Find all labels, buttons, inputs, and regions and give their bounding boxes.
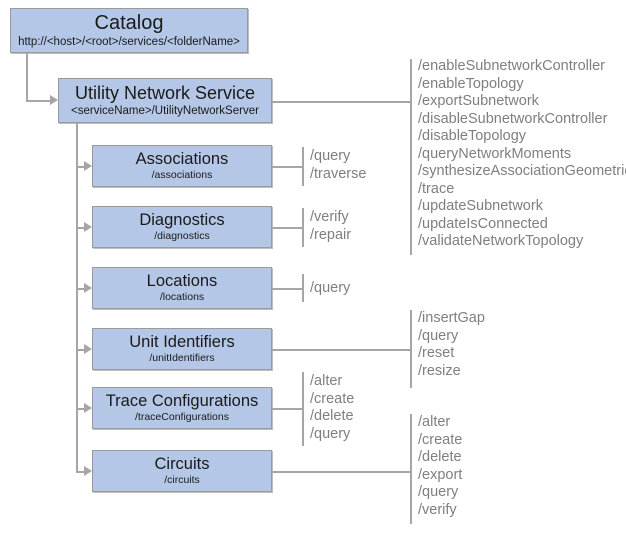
ops-list-diagnostics: /verify /repair <box>310 209 351 244</box>
tick-service-ops <box>410 59 412 255</box>
op-item: /create <box>418 431 463 448</box>
op-item: /alter <box>418 414 451 430</box>
connector-spine <box>76 123 78 471</box>
op-item: /validateNetworkTopology <box>418 233 584 249</box>
ops-list-circuits: /alter /create /delete /export /query /v… <box>418 414 462 519</box>
tick-locations-ops <box>302 274 304 302</box>
node-catalog-path: http://<host>/<root>/services/<folderNam… <box>18 35 240 48</box>
op-item: /updateIsConnected <box>418 215 548 232</box>
op-item: /verify <box>310 209 349 225</box>
connector-associations-to-ops <box>272 166 302 168</box>
op-item: /exportSubnetwork <box>418 93 539 109</box>
op-item: /disableTopology <box>418 128 527 144</box>
node-diagnostics-path: /diagnostics <box>154 230 210 243</box>
tick-unit-identifiers-ops <box>410 310 412 388</box>
node-service-path: <serviceName>/UtilityNetworkServer <box>71 104 259 117</box>
node-locations-title: Locations <box>146 271 218 290</box>
connector-branch-circuits <box>76 471 84 473</box>
node-catalog-title: Catalog <box>94 11 164 34</box>
node-diagnostics[interactable]: Diagnostics /diagnostics <box>92 206 272 248</box>
tick-associations-ops <box>302 147 304 186</box>
connector-service-to-ops <box>272 101 410 103</box>
node-associations-title: Associations <box>135 149 229 168</box>
op-item: /repair <box>310 226 352 243</box>
arrowhead-unit-identifiers <box>84 344 92 354</box>
connector-branch-associations <box>76 166 84 168</box>
arrowhead-service <box>50 95 58 105</box>
op-item: /enableSubnetworkController <box>418 58 605 74</box>
node-associations-path: /associations <box>151 169 213 182</box>
node-service-title: Utility Network Service <box>74 83 256 104</box>
connector-branch-locations <box>76 288 84 290</box>
op-item: /create <box>310 390 355 407</box>
node-unit-identifiers[interactable]: Unit Identifiers /unitIdentifiers <box>92 328 272 370</box>
op-item: /reset <box>418 345 455 361</box>
node-unit-identifiers-path: /unitIdentifiers <box>149 352 215 365</box>
op-item: /query <box>418 327 459 344</box>
op-item: /updateSubnetwork <box>418 198 543 214</box>
op-item: /delete <box>310 408 354 424</box>
node-circuits-path: /circuits <box>164 474 200 487</box>
op-item: /query <box>310 425 351 442</box>
node-locations-path: /locations <box>159 291 205 304</box>
connector-branch-trace-configurations <box>76 408 84 410</box>
op-item: /synthesizeAssociationGeometries <box>418 163 626 179</box>
op-item: /verify <box>418 501 457 518</box>
op-item: /query <box>418 484 459 500</box>
ops-list-locations: /query <box>310 280 350 298</box>
ops-list-associations: /query /traverse <box>310 148 366 183</box>
node-associations[interactable]: Associations /associations <box>92 145 272 187</box>
arrowhead-associations <box>84 161 92 171</box>
op-item: /query <box>310 148 351 164</box>
node-circuits-title: Circuits <box>154 454 210 473</box>
node-trace-configurations-title: Trace Configurations <box>105 391 259 410</box>
arrowhead-locations <box>84 283 92 293</box>
op-item: /trace <box>418 180 455 197</box>
op-item: /delete <box>418 449 462 465</box>
ops-list-service: /enableSubnetworkController /enableTopol… <box>418 58 626 251</box>
tick-diagnostics-ops <box>302 208 304 247</box>
node-trace-configurations[interactable]: Trace Configurations /traceConfiguration… <box>92 387 272 429</box>
op-item: /resize <box>418 362 461 379</box>
op-item: /query <box>310 280 351 296</box>
arrowhead-circuits <box>84 466 92 476</box>
node-unit-identifiers-title: Unit Identifiers <box>129 332 235 351</box>
op-item: /alter <box>310 373 343 389</box>
connector-circuits-to-ops <box>272 471 410 473</box>
op-item: /disableSubnetworkController <box>418 110 608 127</box>
tick-circuits-ops <box>410 414 412 524</box>
node-diagnostics-title: Diagnostics <box>139 210 225 229</box>
connector-unit-identifiers-to-ops <box>272 349 410 351</box>
ops-list-trace-configurations: /alter /create /delete /query <box>310 373 354 443</box>
node-utility-network-service[interactable]: Utility Network Service <serviceName>/Ut… <box>58 78 272 123</box>
node-locations[interactable]: Locations /locations <box>92 267 272 309</box>
connector-branch-unit-identifiers <box>76 349 84 351</box>
arrowhead-diagnostics <box>84 222 92 232</box>
node-trace-configurations-path: /traceConfigurations <box>135 411 229 424</box>
connector-catalog-down <box>26 53 28 100</box>
op-item: /enableTopology <box>418 75 524 92</box>
connector-branch-diagnostics <box>76 227 84 229</box>
op-item: /insertGap <box>418 310 485 326</box>
op-item: /queryNetworkMoments <box>418 145 572 162</box>
connector-diagnostics-to-ops <box>272 227 302 229</box>
node-catalog[interactable]: Catalog http://<host>/<root>/services/<f… <box>10 8 248 53</box>
connector-trace-configurations-to-ops <box>272 408 302 410</box>
ops-list-unit-identifiers: /insertGap /query /reset /resize <box>418 310 485 380</box>
node-circuits[interactable]: Circuits /circuits <box>92 450 272 492</box>
op-item: /traverse <box>310 165 367 182</box>
op-item: /export <box>418 466 463 483</box>
tick-trace-configurations-ops <box>302 372 304 446</box>
arrowhead-trace-configurations <box>84 403 92 413</box>
connector-locations-to-ops <box>272 288 302 290</box>
connector-catalog-to-service <box>26 100 50 102</box>
